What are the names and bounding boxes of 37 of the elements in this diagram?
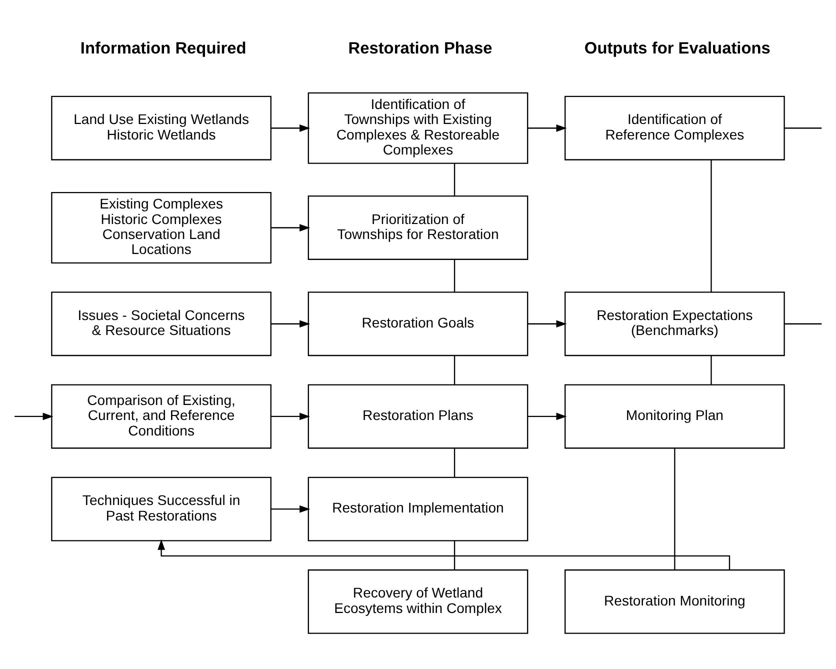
node-box: Restoration Goals	[308, 291, 528, 356]
arrow	[270, 412, 310, 420]
label: Outputs for Evaluations	[584, 38, 770, 57]
connector	[710, 160, 712, 292]
label: Information Required	[80, 38, 246, 57]
connector	[454, 163, 456, 196]
node-box: Techniques Successful in Past Restorations	[51, 476, 272, 541]
label: Restoration Phase	[348, 38, 492, 57]
node-box: Existing Complexes Historic Complexes Conservation Land Locations	[51, 192, 272, 263]
node-box: Land Use Existing Wetlands Historic Wetlands	[51, 95, 272, 160]
node-box: Restoration Implementation	[308, 476, 528, 541]
arrow	[270, 504, 310, 512]
arrow	[270, 320, 310, 328]
node-box: Issues - Societal Concerns & Resource Situations	[51, 291, 272, 356]
node-box: Restoration Expectations (Benchmarks)	[564, 291, 785, 356]
connector	[710, 355, 712, 384]
connector	[454, 448, 456, 477]
connector	[454, 355, 456, 384]
arrow	[270, 124, 310, 132]
connector	[784, 127, 822, 128]
connector	[674, 448, 676, 570]
node-box: Identification of Townships with Existing Complexes & Restoreable Complexes	[308, 92, 528, 164]
node-box: Identification of Reference Complexes	[564, 95, 785, 160]
node-box: Restoration Monitoring	[564, 568, 785, 634]
arrow	[14, 412, 54, 420]
node-box: Prioritization of Townships for Restoration	[308, 195, 528, 260]
node-box: Comparison of Existing, Current, and Reference Conditions	[51, 384, 272, 448]
node-box: Recovery of Wetland Ecosytems within Complex	[308, 568, 528, 634]
arrow	[528, 124, 567, 132]
node-box: Monitoring Plan	[564, 384, 785, 448]
arrow	[270, 224, 310, 231]
arrow	[528, 412, 567, 420]
connector	[784, 322, 822, 324]
node-box: Restoration Plans	[308, 384, 528, 448]
connector	[454, 540, 456, 570]
connector	[454, 259, 456, 292]
arrow	[528, 320, 567, 328]
